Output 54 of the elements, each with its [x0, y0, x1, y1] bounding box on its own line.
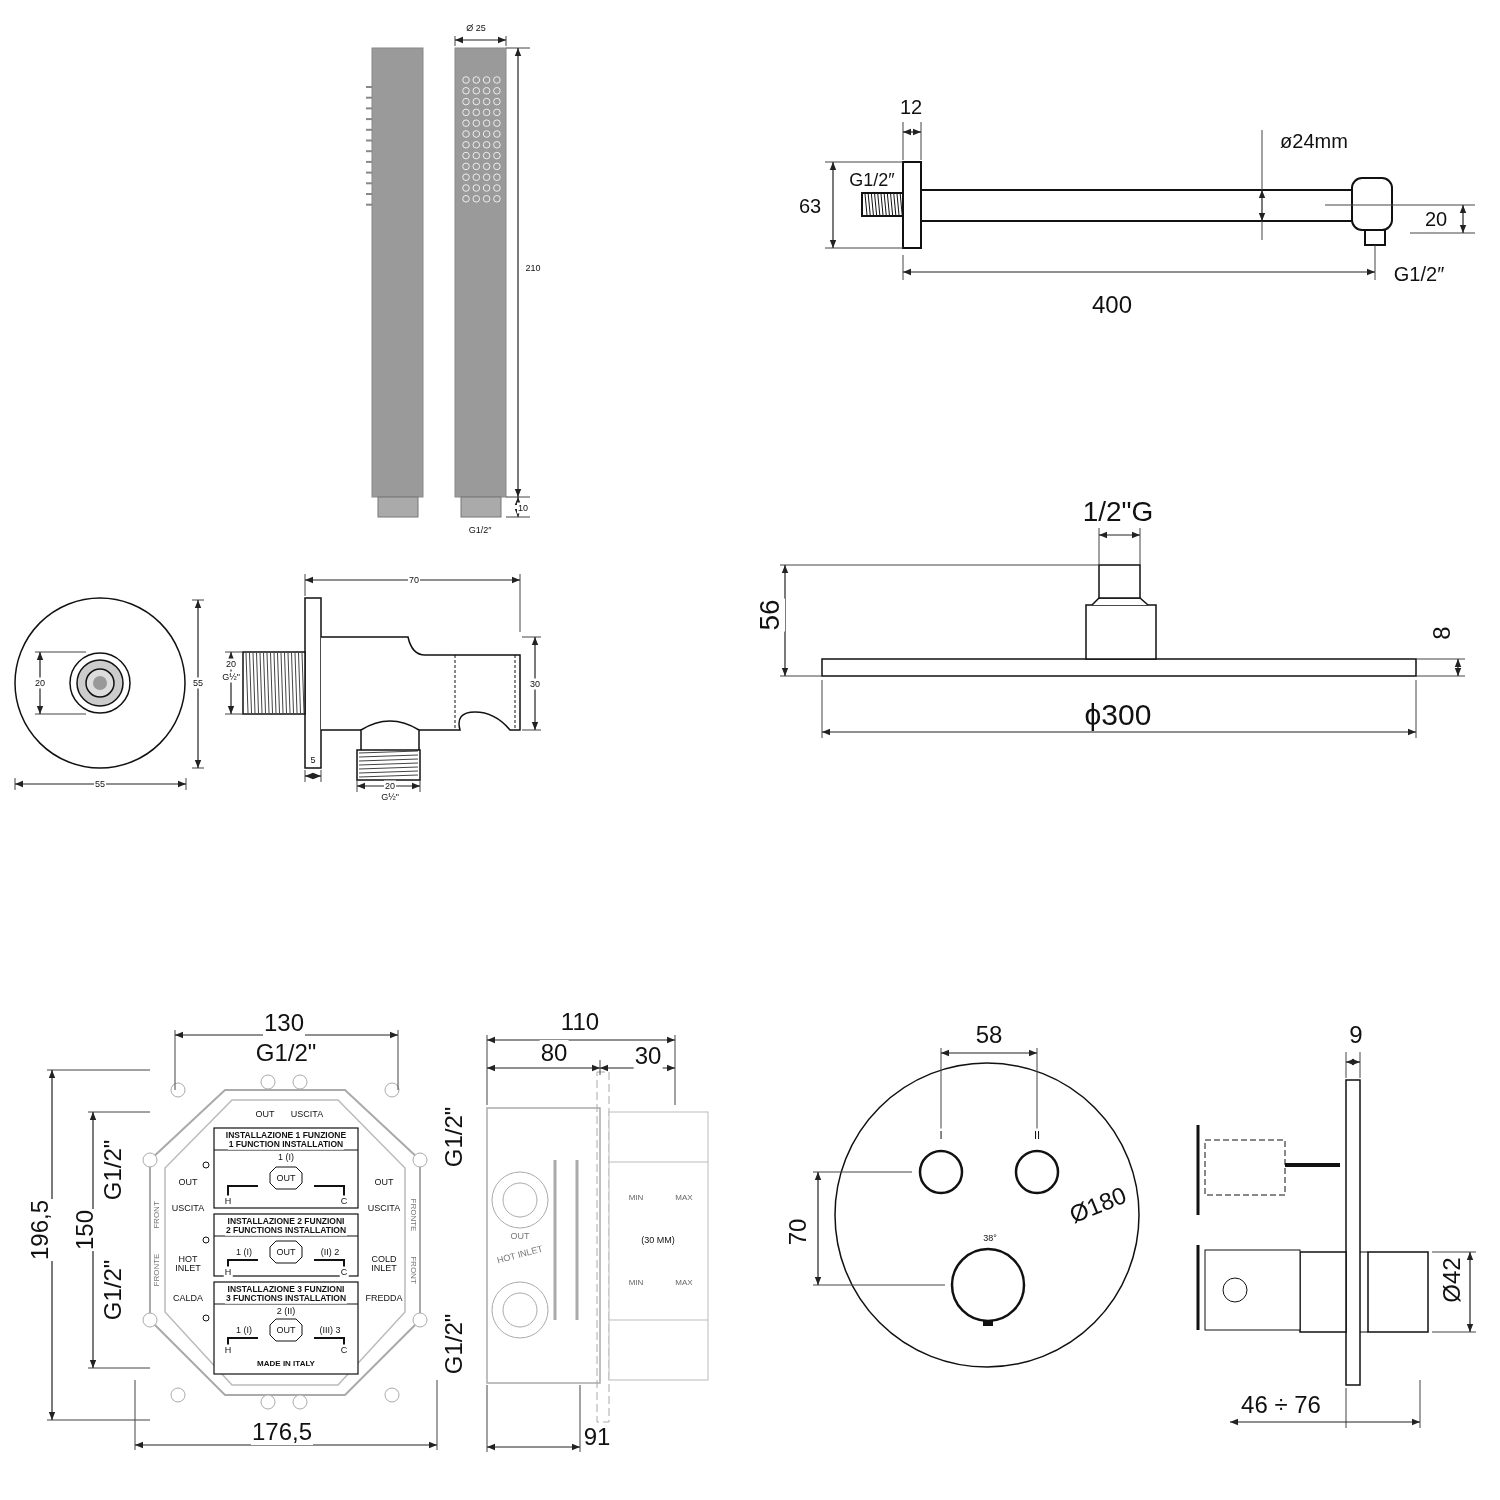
inlet-label: C	[339, 1266, 349, 1278]
outlet-label: OUT	[275, 1246, 297, 1258]
depth-mark: MAX	[674, 1278, 694, 1288]
dimension-label: 55	[192, 677, 204, 689]
outlet-label: OUT	[275, 1172, 297, 1184]
outlet-label: (III) 3	[318, 1324, 342, 1336]
rotation-mark: 38°	[982, 1232, 998, 1244]
port-label: USCITA	[289, 1108, 325, 1120]
port-label: CALDA	[172, 1292, 204, 1304]
outlet-label: 1 (I)	[277, 1151, 295, 1163]
thread-label: G½"	[380, 791, 400, 803]
port-label: USCITA	[366, 1202, 402, 1214]
side-marking: FRONTE	[408, 1197, 418, 1233]
panel-heading: 2 FUNCTIONS INSTALLATION	[224, 1224, 348, 1236]
inlet-label: C	[339, 1195, 349, 1207]
dimension-label: 30	[529, 678, 541, 690]
depth-mark: MIN	[627, 1193, 645, 1203]
dimension-label: Ø 25	[465, 22, 487, 34]
port-label: USCITA	[170, 1202, 206, 1214]
depth-mark: MIN	[627, 1278, 645, 1288]
dimension-label: 55	[94, 778, 106, 790]
port-label: OUT	[509, 1230, 531, 1242]
side-marking: FRONT	[408, 1255, 418, 1285]
outlet-label: 1 (I)	[235, 1324, 253, 1336]
panel-heading: 1 FUNCTION INSTALLATION	[227, 1138, 345, 1150]
outlet-label: 2 (II)	[275, 1305, 297, 1317]
inlet-label: C	[339, 1344, 349, 1356]
port-label: FREDDA	[364, 1292, 404, 1304]
function-mark: I	[938, 1128, 944, 1142]
outlet-label: (II) 2	[319, 1246, 341, 1258]
dimension-label: 20	[225, 658, 237, 670]
port-label: OUT	[254, 1108, 276, 1120]
port-label: OUT	[177, 1176, 199, 1188]
outlet-label: 1 (I)	[235, 1246, 253, 1258]
dimension-label: 10	[517, 502, 529, 514]
thread-label: G½"	[221, 671, 241, 683]
side-marking: FRONTE	[152, 1252, 162, 1288]
panel-heading: 3 FUNCTIONS INSTALLATION	[224, 1292, 348, 1304]
side-marking: FRONT	[152, 1200, 162, 1230]
dimension-label: 5	[309, 754, 317, 766]
dimension-label: 70	[408, 574, 420, 586]
outlet-label: OUT	[275, 1324, 297, 1336]
dimension-label: 20	[34, 677, 46, 689]
inlet-label: H	[223, 1195, 233, 1207]
thread-label: G1/2″	[467, 524, 493, 536]
inlet-label: H	[223, 1266, 233, 1278]
inlet-label: H	[223, 1344, 233, 1356]
dimension-label: 210	[524, 262, 542, 274]
depth-mark: MAX	[674, 1193, 694, 1203]
function-mark: II	[1032, 1128, 1042, 1142]
port-label: OUT	[373, 1176, 395, 1188]
origin-label: MADE IN ITALY	[256, 1359, 316, 1369]
depth-note: (30 MM)	[640, 1234, 676, 1246]
dimension-label: 20	[384, 780, 396, 792]
